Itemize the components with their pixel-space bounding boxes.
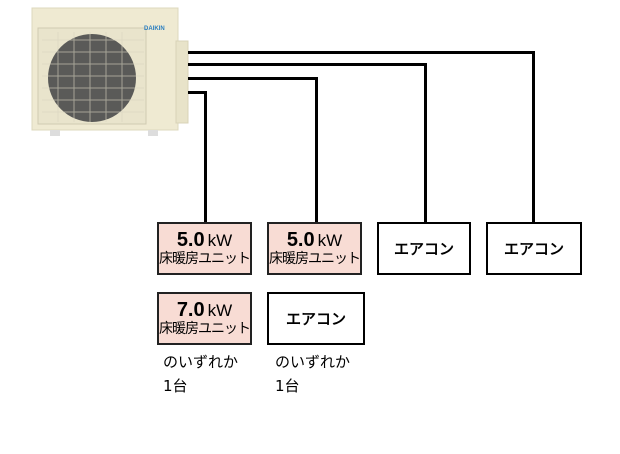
note: のいずれか 1台 [275,350,350,398]
note-line: 1台 [163,377,188,395]
kw-value: 5.0 [286,229,315,251]
brand-logo: DAIKIN [144,26,165,32]
outdoor-unit-image: DAIKIN [31,7,189,136]
kw-value: 7.0 [176,299,205,321]
unit-label: 床暖房ユニット [269,251,361,267]
pipe-3 [188,77,318,80]
pipe-4-drop [204,91,207,223]
note-line: 1台 [275,377,300,395]
pipe-2-drop [424,63,427,223]
unit-label: エアコン [503,240,564,258]
note-line: のいずれか [163,353,239,371]
air-conditioner-box: エアコン [486,222,582,275]
kw-unit: kW [207,231,233,250]
air-conditioner-box: エアコン [377,222,471,275]
note: のいずれか 1台 [163,350,238,398]
note-line: のいずれか [275,353,351,371]
pipe-2 [188,63,427,66]
air-conditioner-box: エアコン [267,292,365,345]
kw-unit: kW [317,231,343,250]
pipe-1 [188,51,535,54]
pipe-4 [188,91,207,94]
unit-label: 床暖房ユニット [159,251,251,267]
kw-unit: kW [207,301,233,320]
pipe-3-drop [315,77,318,223]
unit-label: エアコン [285,310,346,328]
pipe-1-drop [532,51,535,223]
unit-label: エアコン [393,240,454,258]
kw-value: 5.0 [176,229,205,251]
unit-label: 床暖房ユニット [159,321,251,337]
